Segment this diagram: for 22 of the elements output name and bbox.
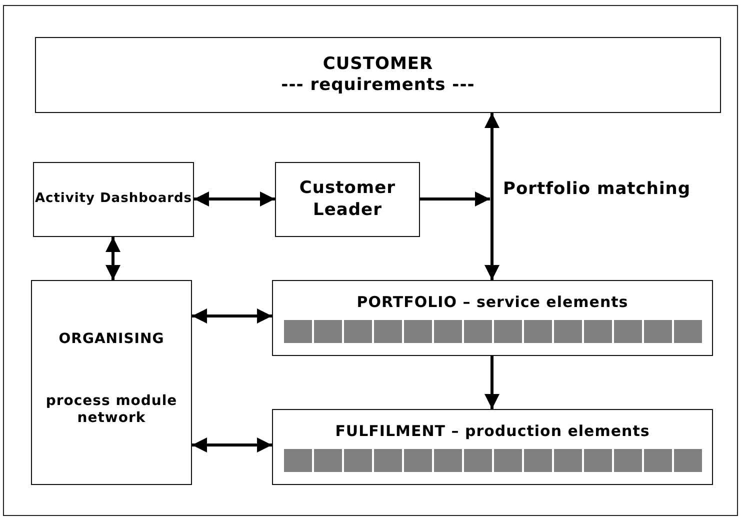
arrow	[192, 438, 272, 452]
box-label: --- requirements ---	[281, 75, 475, 96]
process-box	[275, 162, 420, 237]
process-box	[33, 162, 194, 237]
box-label: FULFILMENT – production elements	[335, 422, 650, 441]
arrow	[106, 237, 120, 280]
arrow	[484, 356, 500, 409]
process-box	[272, 409, 713, 485]
box-label: Activity Dashboards	[34, 191, 192, 208]
process-box	[35, 37, 721, 113]
box-label: process module network	[44, 392, 178, 428]
arrow	[192, 308, 272, 324]
box-label: PORTFOLIO – service elements	[356, 293, 628, 312]
process-box	[272, 280, 713, 356]
box-label: CUSTOMER	[322, 54, 434, 75]
process-box	[31, 280, 192, 485]
box-label: ORGANISING	[58, 331, 164, 348]
arrow	[420, 192, 490, 206]
box-label: Customer Leader	[298, 178, 397, 221]
arrow	[484, 113, 500, 280]
arrow	[194, 192, 275, 206]
edge-label: Portfolio matching	[503, 178, 691, 200]
